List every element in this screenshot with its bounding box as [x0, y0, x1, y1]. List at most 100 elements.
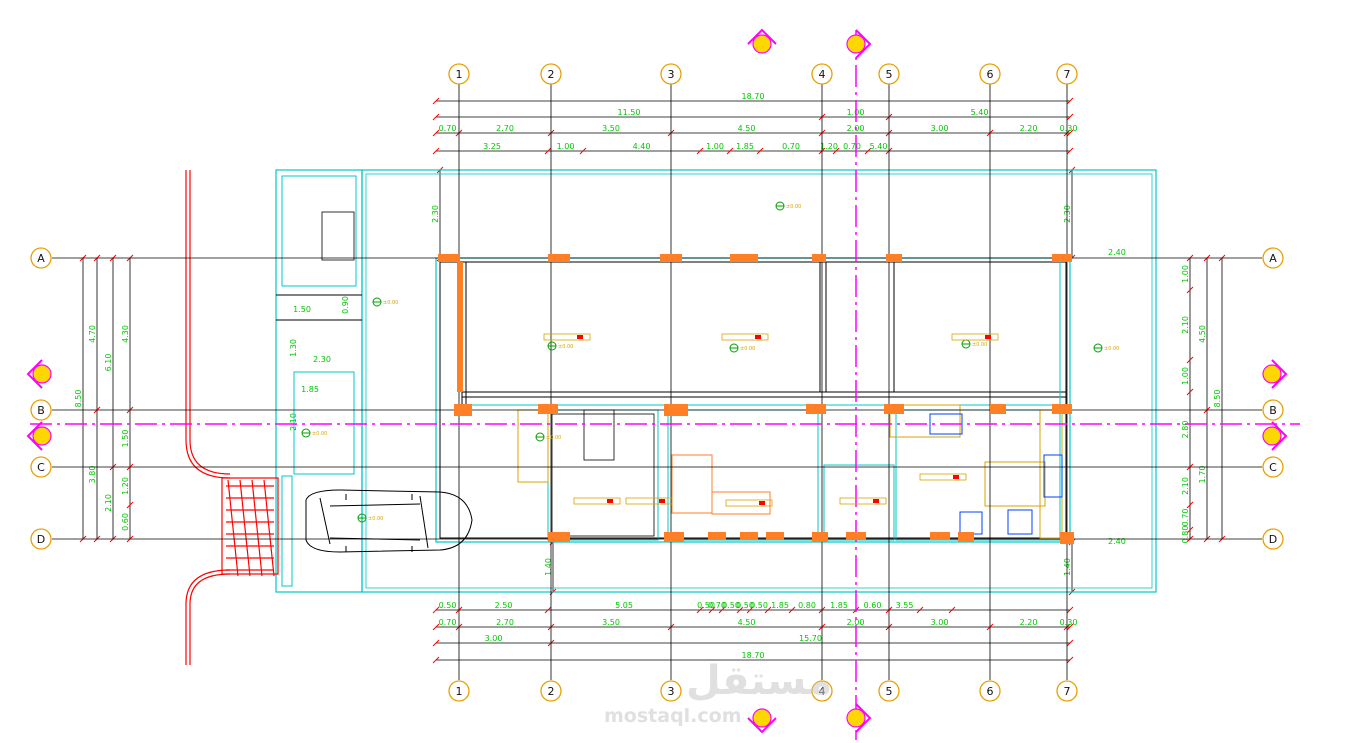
structural-column [930, 532, 950, 540]
dim-vert-small-text: 2.30 [1063, 205, 1072, 223]
dim-top-row3-text: 4.40 [633, 142, 651, 151]
dim-right-col-tick [1186, 286, 1194, 294]
annex-dim-text: 1.85 [301, 385, 319, 394]
structural-column [812, 254, 826, 262]
grid-bubble-circle [448, 63, 470, 85]
room-tag-mark [659, 499, 665, 503]
watermark-brand: مستقل [686, 658, 832, 704]
dim-right-col-text: 1.00 [1181, 367, 1190, 385]
section-marker-left [26, 421, 52, 451]
dim-top-row3-text: 5.40 [870, 142, 888, 151]
annex-dim-text: 1.30 [289, 339, 298, 357]
level-marker: ±0.00 [775, 201, 801, 211]
section-marker-top [747, 28, 777, 54]
dim-bottom-row1-text: 0.50 [697, 601, 715, 610]
room-tag-box [919, 473, 967, 481]
dim-right-col-text: 2.10 [1181, 316, 1190, 334]
dim-top-row1-tick [1066, 113, 1074, 121]
grid-bubble-label: B [1269, 404, 1277, 417]
dim-right-col-tick [1186, 501, 1194, 509]
section-marker-right [1262, 359, 1288, 389]
grid-bubble-label: 2 [548, 685, 555, 698]
structural-column [548, 532, 570, 542]
dim-top-row3-tick [579, 147, 587, 155]
dim-left-col3-text: 2.10 [104, 494, 113, 512]
grid-bubble-label: C [1269, 461, 1277, 474]
dim-bottom-row2-text: 0.70 [439, 618, 457, 627]
grid-bubble-row-right: D [1262, 528, 1284, 550]
structural-column [806, 404, 826, 414]
structural-column [457, 262, 463, 392]
grid-bubble-circle [1262, 528, 1284, 550]
section-marker-circle [1262, 364, 1282, 384]
structural-column [846, 532, 866, 540]
section-marker-circle [846, 34, 866, 54]
car-symbol [305, 489, 473, 553]
structural-column [664, 404, 688, 416]
dim-right-col-tick [1186, 526, 1194, 534]
structural-column [660, 254, 682, 262]
dim-vert-small-text: 1.40 [1063, 558, 1072, 576]
room-tag-box [725, 499, 773, 507]
dim-bottom-row1-text: 3.55 [896, 601, 914, 610]
grid-bubble-circle [30, 456, 52, 478]
section-marker-circle [752, 34, 772, 54]
room-tag [919, 473, 967, 481]
dim-side-offset: 2.40 [1108, 248, 1126, 257]
level-marker: ±0.00 [961, 339, 987, 349]
dim-top-row3-tick [726, 147, 734, 155]
dim-left-col4-text: 1.50 [121, 430, 130, 448]
dim-right-col-text: 0.80 [1181, 526, 1190, 544]
grid-bubble-label: 2 [548, 68, 555, 81]
dim-right-col-text: 2.80 [1181, 421, 1190, 439]
dim-right-col-text: 2.10 [1181, 477, 1190, 495]
dim-bottom-row1-text: 2.50 [495, 601, 513, 610]
annex-dim-text: 1.50 [293, 305, 311, 314]
dimension-texts: 18.7011.501.005.400.702.703.504.502.003.… [74, 92, 1222, 660]
level-marker: ±0.00 [547, 341, 573, 351]
structural-columns [438, 254, 1074, 544]
section-lines [30, 30, 1300, 740]
dim-left-col4-text: 1.20 [121, 477, 130, 495]
grid-bubble-row-right: C [1262, 456, 1284, 478]
dim-vert-small-text: 2.30 [431, 205, 440, 223]
dim-top-row2-tick [432, 129, 440, 137]
dim-left-col4-tick [126, 501, 134, 509]
level-marker-text: ±0.00 [368, 516, 383, 522]
dim-top-total-tick [432, 97, 440, 105]
annex-dim-text: 0.90 [341, 296, 350, 314]
structural-column [708, 532, 726, 540]
structural-column [958, 532, 974, 542]
grid-bubble-circle [979, 680, 1001, 702]
dim-bottom-row2-text: 2.00 [847, 618, 865, 627]
section-marker-arrow [26, 421, 43, 451]
grid-bubble-row-left: B [30, 399, 52, 421]
dim-bottom-total-text: 18.70 [742, 651, 765, 660]
grid-bubble-label: C [37, 461, 45, 474]
room-tag-box [573, 497, 621, 505]
dim-right-col2-text: 1.70 [1198, 466, 1207, 484]
room-tag [721, 333, 769, 341]
dim-bottom-row1-tick [696, 606, 704, 614]
dim-bottom-row1-text: 1.85 [771, 601, 789, 610]
level-markers: ±0.00±0.00±0.00±0.00±0.00±0.00±0.00±0.00… [301, 201, 1119, 523]
room-tag-box [951, 333, 999, 341]
section-marker-arrow [26, 359, 43, 389]
dim-bottom-row3-tick [1066, 639, 1074, 647]
dim-top-row3-tick [432, 147, 440, 155]
structural-column [740, 532, 758, 540]
grid-bubble-circle [1056, 63, 1078, 85]
level-marker: ±0.00 [301, 428, 327, 438]
dim-bottom-row1-text: 0.50 [439, 601, 457, 610]
dim-bottom-row1-text: 0.80 [798, 601, 816, 610]
grid-bubble-circle [30, 399, 52, 421]
grid-bubble-circle [878, 63, 900, 85]
grid-bubble-circle [979, 63, 1001, 85]
grid-bubble-label: 1 [456, 685, 463, 698]
dim-bottom-row3-tick [432, 639, 440, 647]
dim-left-col2-text: 3.80 [88, 466, 97, 484]
level-marker-text: ±0.00 [558, 344, 573, 350]
section-marker-circle [32, 426, 52, 446]
grid-bubble-circle [811, 680, 833, 702]
